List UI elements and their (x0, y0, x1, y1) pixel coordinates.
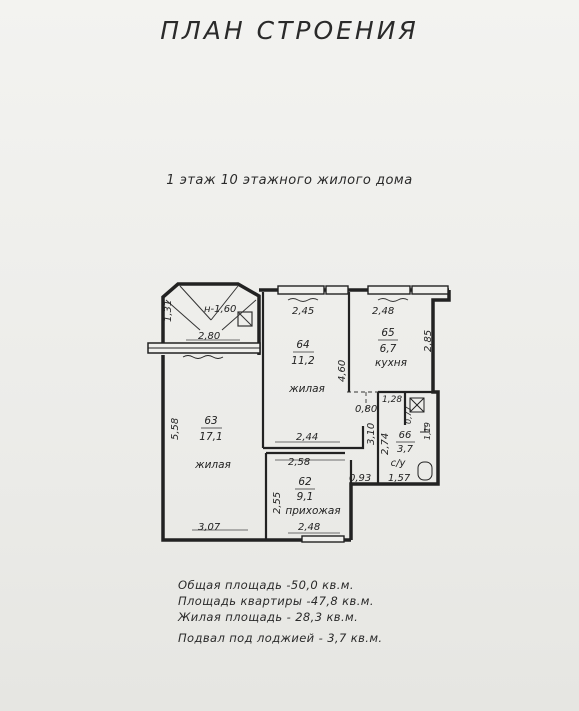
room-66-number: 66 (399, 430, 412, 441)
interior-walls (261, 292, 438, 540)
door-lines (347, 391, 378, 410)
room-62-number: 62 (298, 476, 312, 488)
top-windows (277, 285, 449, 295)
room-62: 62 9,1 прихожая (285, 476, 340, 517)
dim-0-77: 0,77 (404, 405, 413, 424)
dimension-labels: н-1,60 1,31 2,80 2,45 2,48 2,85 4,60 5,5… (163, 300, 434, 533)
dim-loggia-height: н-1,60 (204, 304, 236, 315)
dim-2-58: 2,58 (288, 457, 310, 468)
dim-2-48-bottom: 2,48 (298, 522, 320, 533)
room-63-area: 17,1 (199, 431, 222, 443)
area-summary: Общая площадь -50,0 кв.м. Площадь кварти… (178, 577, 558, 646)
room-65-area: 6,7 (380, 343, 397, 355)
summary-basement: Подвал под лоджией - 3,7 кв.м. (178, 631, 383, 645)
dimension-lines (186, 339, 345, 534)
dim-2-80: 2,80 (198, 331, 220, 342)
room-65-number: 65 (381, 327, 395, 339)
room-64: 64 11,2 жилая (288, 339, 325, 395)
dim-4-60: 4,60 (337, 360, 348, 382)
room-63-name: жилая (194, 459, 231, 471)
room-64-name: жилая (288, 383, 325, 395)
dim-2-55: 2,55 (272, 492, 283, 514)
dim-3-07: 3,07 (198, 522, 221, 533)
dim-2-44: 2,44 (296, 432, 318, 443)
bath-fixtures (409, 397, 433, 481)
window-marks (287, 298, 409, 302)
dim-1-19: 1,19 (423, 422, 432, 440)
dim-2-74: 2,74 (380, 433, 391, 455)
room-62-area: 9,1 (297, 491, 314, 503)
room-66-name: с/у (391, 458, 407, 469)
summary-total: Общая площадь -50,0 кв.м. (178, 578, 354, 592)
dim-5-58: 5,58 (170, 418, 181, 440)
dim-2-45: 2,45 (292, 306, 314, 317)
room-62-name: прихожая (285, 505, 340, 517)
room-64-number: 64 (296, 339, 309, 351)
dim-1-28: 1,28 (382, 395, 402, 405)
page-title: ПЛАН СТРОЕНИЯ (160, 16, 419, 45)
dim-2-85: 2,85 (423, 330, 434, 352)
room-63-number: 63 (204, 415, 217, 427)
dim-3-10: 3,10 (366, 423, 377, 445)
summary-apartment: Площадь квартиры -47,8 кв.м. (178, 594, 374, 608)
entrance-door (301, 535, 345, 543)
dim-0-80: 0,80 (355, 404, 377, 415)
dim-0-93: 0,93 (349, 473, 371, 484)
room-66: 66 3,7 с/у (391, 430, 415, 469)
dim-2-48-top: 2,48 (372, 306, 394, 317)
room-64-area: 11,2 (291, 355, 315, 367)
page-subtitle: 1 этаж 10 этажного жилого дома (166, 173, 413, 188)
room-65-name: кухня (375, 357, 407, 369)
dim-1-31: 1,31 (163, 300, 174, 322)
summary-living: Жилая площадь - 28,3 кв.м. (178, 610, 359, 624)
dim-1-57: 1,57 (388, 473, 411, 484)
room-63: 63 17,1 жилая (194, 415, 231, 471)
room-65: 65 6,7 кухня (375, 327, 407, 369)
room-66-area: 3,7 (397, 444, 414, 455)
loggia-details (165, 285, 257, 331)
loggia-window (147, 342, 261, 359)
